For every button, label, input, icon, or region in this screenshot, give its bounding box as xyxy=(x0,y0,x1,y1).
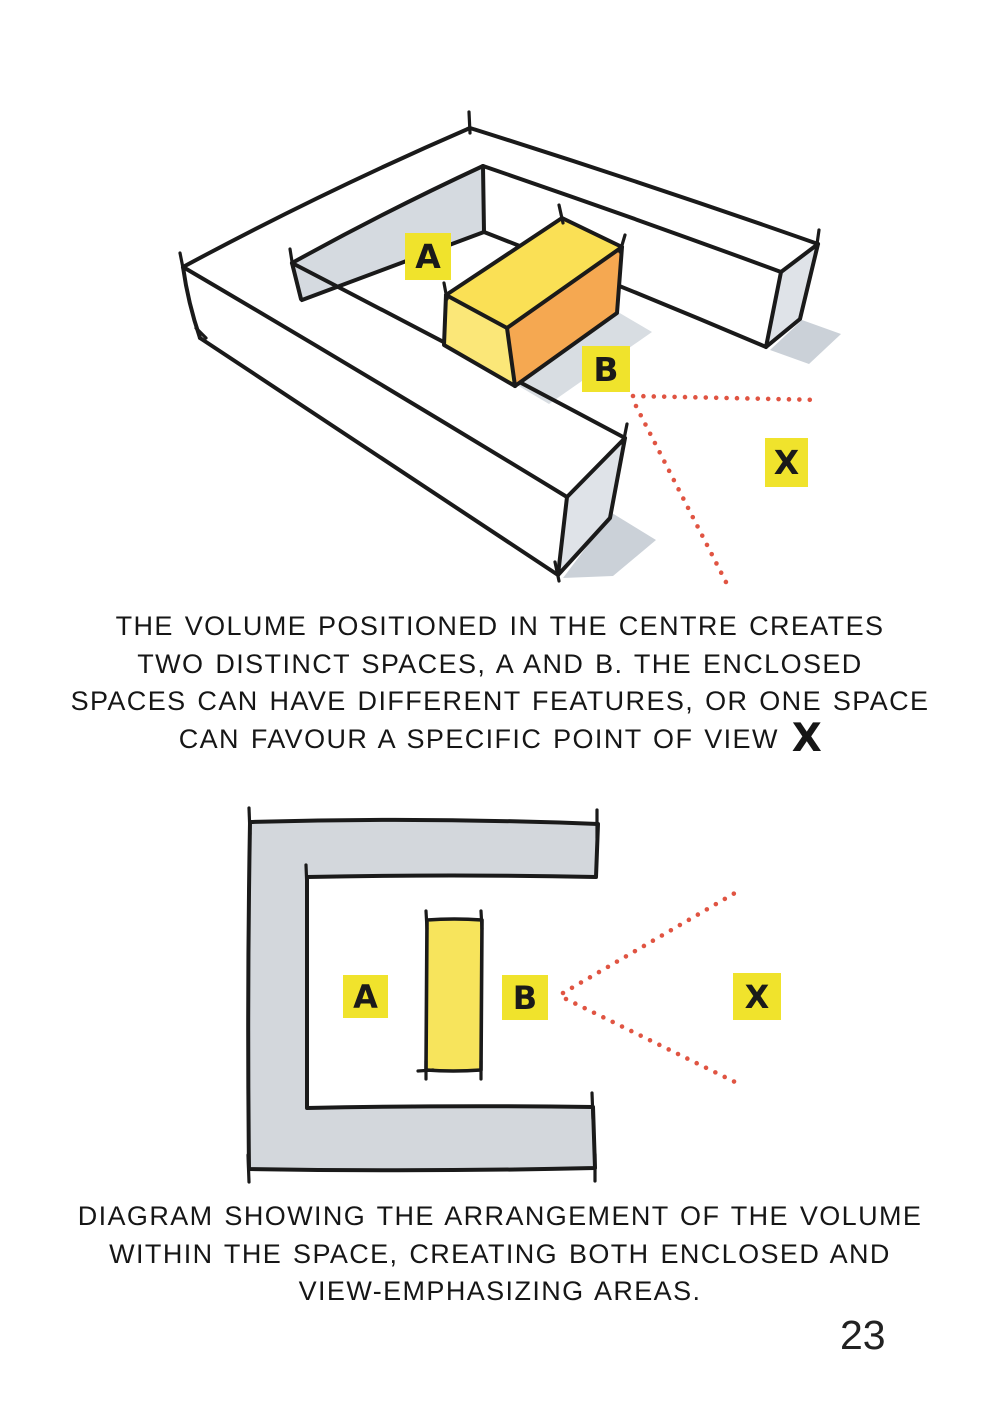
u-structure-sketch xyxy=(178,110,821,583)
label-a-badge-plan: A xyxy=(343,975,388,1018)
middle-caption: THE VOLUME POSITIONED IN THE CENTRE CREA… xyxy=(0,608,1000,758)
sightline-horizontal xyxy=(630,393,823,403)
label-x-badge-plan: X xyxy=(733,973,781,1020)
left-cap-shadow xyxy=(563,513,656,578)
box-front-face xyxy=(507,247,622,386)
box-top-face xyxy=(446,218,622,328)
caption-line: SPACES CAN HAVE DIFFERENT FEATURES, OR O… xyxy=(70,686,930,716)
inner-wall-face xyxy=(292,166,484,300)
caption-line: CAN FAVOUR A SPECIFIC POINT OF VIEW X xyxy=(178,715,824,761)
label-a-badge-3d: A xyxy=(405,233,451,280)
plan-volume-rect xyxy=(416,909,484,1081)
right-cap-shadow xyxy=(770,320,841,364)
viewpoint-x-glyph: X xyxy=(791,715,824,761)
sightline-upper-ray xyxy=(560,890,738,996)
left-arm-end-cap xyxy=(558,438,625,575)
box-left-face xyxy=(444,295,515,386)
label-b-badge-plan: B xyxy=(502,975,548,1020)
sightline-dots-3d xyxy=(630,393,823,591)
isometric-courtyard-diagram xyxy=(178,110,841,591)
sightline-dots-plan xyxy=(560,890,740,1086)
bottom-caption: DIAGRAM SHOWING THE ARRANGEMENT OF THE V… xyxy=(0,1198,1000,1311)
caption-line: VIEW-EMPHASIZING AREAS. xyxy=(298,1276,702,1306)
plan-wall-c-shape xyxy=(246,806,600,1184)
right-arm-end-cap xyxy=(766,244,818,347)
center-volume-box xyxy=(442,203,627,388)
plan-view-diagram xyxy=(246,806,740,1184)
caption-line: TWO DISTINCT SPACES, A AND B. THE ENCLOS… xyxy=(137,648,863,679)
label-x-badge-3d: X xyxy=(765,438,808,487)
page-number: 23 xyxy=(840,1312,886,1358)
label-b-badge-3d: B xyxy=(582,346,630,392)
sightline-lower-ray xyxy=(563,996,740,1086)
sightline-diagonal xyxy=(633,403,732,591)
caption-line: DIAGRAM SHOWING THE ARRANGEMENT OF THE V… xyxy=(77,1201,923,1231)
caption-line: THE VOLUME POSITIONED IN THE CENTRE CREA… xyxy=(115,611,885,641)
caption-line: WITHIN THE SPACE, CREATING BOTH ENCLOSED… xyxy=(109,1238,891,1269)
